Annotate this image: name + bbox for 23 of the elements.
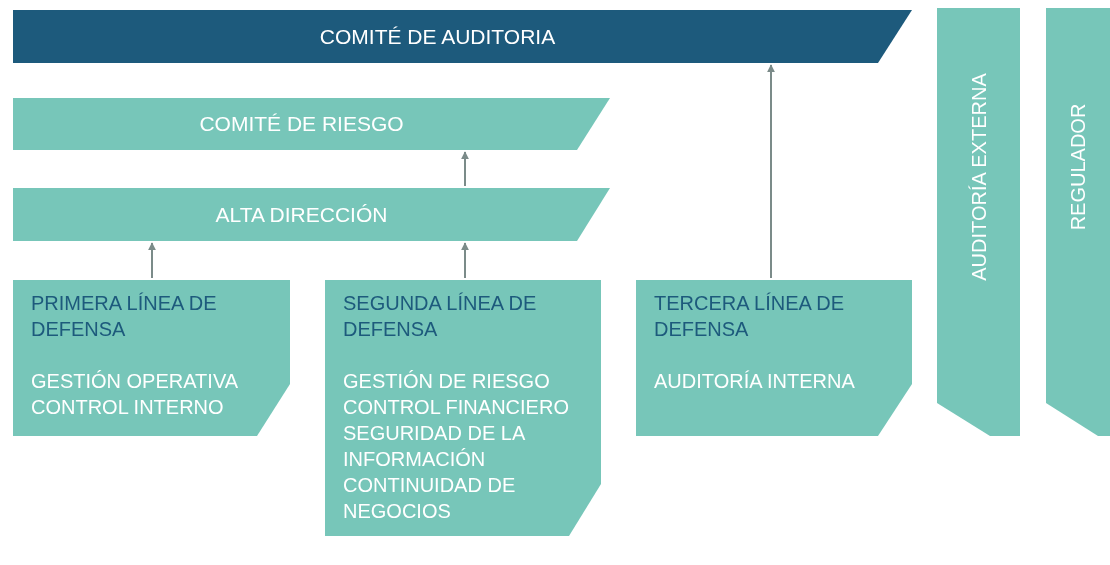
- card-body: AUDITORÍA INTERNA: [654, 369, 856, 394]
- defense-line-card: [13, 280, 290, 436]
- arrow: [461, 151, 469, 187]
- card-heading: TERCERA LÍNEA DE DEFENSA: [654, 291, 846, 342]
- external-party-band: [1046, 8, 1110, 436]
- management-banner: [13, 188, 610, 241]
- arrow: [767, 64, 775, 279]
- card-body: GESTIÓN DE RIESGO CONTROL FINANCIERO SEGURIDAD DE LA INFORMACIÓN CONTINUIDAD DE NEGOCIOS: [343, 369, 570, 524]
- defense-line-card: [325, 280, 601, 536]
- committee-banner: [13, 98, 610, 150]
- card-heading: SEGUNDA LÍNEA DE DEFENSA: [343, 291, 538, 342]
- committee-banner: [13, 10, 912, 63]
- defense-line-card: [636, 280, 912, 436]
- band-label: COMITÉ DE AUDITORIA: [319, 24, 556, 49]
- arrow: [148, 242, 156, 279]
- card-body: GESTIÓN OPERATIVA CONTROL INTERNO: [31, 369, 239, 420]
- band-label: ALTA DIRECCIÓN: [215, 202, 388, 227]
- external-party-band: [937, 8, 1020, 436]
- card-heading: PRIMERA LÍNEA DE DEFENSA: [31, 291, 218, 342]
- arrow: [461, 242, 469, 279]
- band-label: COMITÉ DE RIESGO: [199, 112, 404, 136]
- band-label: REGULADOR: [1066, 103, 1090, 231]
- band-label: AUDITORÍA EXTERNA: [967, 73, 990, 281]
